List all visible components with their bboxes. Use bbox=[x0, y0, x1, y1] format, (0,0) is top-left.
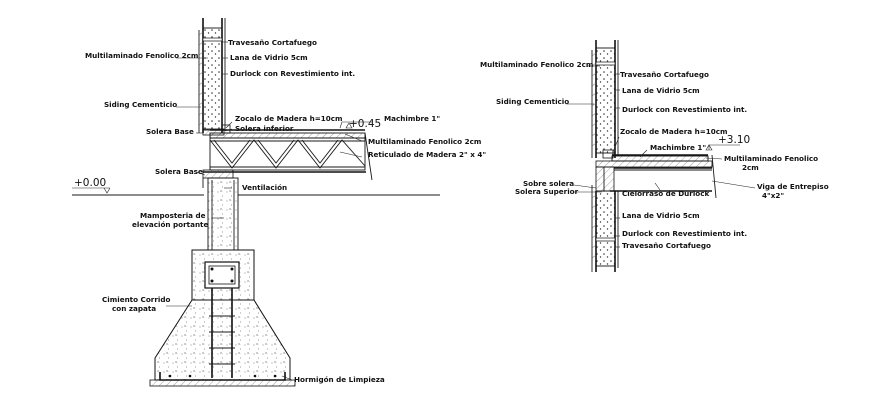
left-label-mamposteria-line1: Mamposteria de bbox=[140, 211, 206, 220]
left-label-solera-inferior: Solera inferior bbox=[235, 124, 294, 133]
left-label-durlock: Durlock con Revestimiento int. bbox=[230, 69, 355, 78]
right-label-durlock-bottom: Durlock con Revestimiento int. bbox=[622, 229, 747, 238]
left-label-ventilacion: Ventilación bbox=[242, 183, 287, 192]
left-label-hormigon-de-limpieza: Hormigón de Limpieza bbox=[294, 375, 385, 384]
left-label-multilaminado-fenolico-mid: Multilaminado Fenolico 2cm bbox=[368, 137, 481, 146]
left-level-ground: +0.00 bbox=[74, 177, 106, 189]
left-label-machimbre: Machimbre 1" bbox=[384, 114, 440, 123]
left-wall-panel bbox=[198, 18, 226, 133]
left-ground-line bbox=[72, 187, 440, 196]
right-label-travesano-bottom: Travesaño Cortafuego bbox=[622, 241, 711, 250]
right-detail: Multilaminado Fenolico 2cm Travesaño Cor… bbox=[480, 40, 829, 272]
left-label-solera-base-upper: Solera Base bbox=[146, 127, 194, 136]
right-leader-lines bbox=[566, 65, 756, 248]
left-leader-lines bbox=[166, 41, 372, 381]
right-label-multilaminado-line2: 2cm bbox=[742, 163, 759, 172]
left-floor-structure bbox=[202, 124, 373, 181]
right-label-machimbre: Machimbre 1" bbox=[650, 143, 706, 152]
right-wall-lower bbox=[591, 185, 619, 272]
right-label-multilaminado-line1: Multilaminado Fenolico bbox=[724, 154, 818, 163]
left-label-solera-base-lower: Solera Base bbox=[155, 167, 203, 176]
left-label-multilaminado-fenolico-top: Multilaminado Fenolico 2cm bbox=[85, 51, 198, 60]
right-label-durlock-top: Durlock con Revestimiento int. bbox=[622, 105, 747, 114]
right-label-travesano-top: Travesaño Cortafuego bbox=[620, 70, 709, 79]
left-masonry-wall bbox=[202, 177, 239, 251]
right-label-cielorraso-de-durlock: Cielorraso de Durlock bbox=[622, 189, 709, 198]
right-label-lana-de-vidrio-top: Lana de Vidrio 5cm bbox=[622, 86, 700, 95]
right-label-viga-de-entrepiso-line2: 4"x2" bbox=[762, 191, 784, 200]
left-foundation bbox=[149, 249, 296, 387]
left-label-zocalo-de-madera: Zocalo de Madera h=10cm bbox=[235, 114, 343, 123]
right-label-multilaminado-fenolico-top: Multilaminado Fenolico 2cm bbox=[480, 60, 593, 69]
left-label-travesano-cortafuego: Travesaño Cortafuego bbox=[228, 38, 317, 47]
left-label-reticulado-de-madera: Reticulado de Madera 2" x 4" bbox=[368, 150, 486, 159]
right-label-siding-cementicio: Siding Cementicio bbox=[496, 97, 569, 106]
right-label-zocalo-de-madera: Zocalo de Madera h=10cm bbox=[620, 127, 728, 136]
left-label-mamposteria-line2: elevación portante bbox=[132, 220, 208, 229]
right-label-sobre-solera: Sobre solera bbox=[523, 179, 574, 188]
right-level-floor: +3.10 bbox=[718, 134, 750, 146]
left-label-siding-cementicio: Siding Cementicio bbox=[104, 100, 177, 109]
right-label-viga-de-entrepiso-line1: Viga de Entrepiso bbox=[757, 182, 829, 191]
right-wall-upper bbox=[591, 40, 619, 158]
right-floor-structure bbox=[595, 149, 717, 199]
left-detail: Travesaño Cortafuego Multilaminado Fenol… bbox=[72, 18, 486, 387]
left-level-floor: +0.45 bbox=[349, 118, 381, 130]
left-label-cimiento-corrido-line2: con zapata bbox=[112, 304, 156, 313]
left-label-cimiento-corrido-line1: Cimiento Corrido bbox=[102, 295, 170, 304]
left-label-lana-de-vidrio: Lana de Vidrio 5cm bbox=[230, 53, 308, 62]
right-label-solera-superior: Solera Superior bbox=[515, 187, 579, 196]
right-label-lana-de-vidrio-bottom: Lana de Vidrio 5cm bbox=[622, 211, 700, 220]
